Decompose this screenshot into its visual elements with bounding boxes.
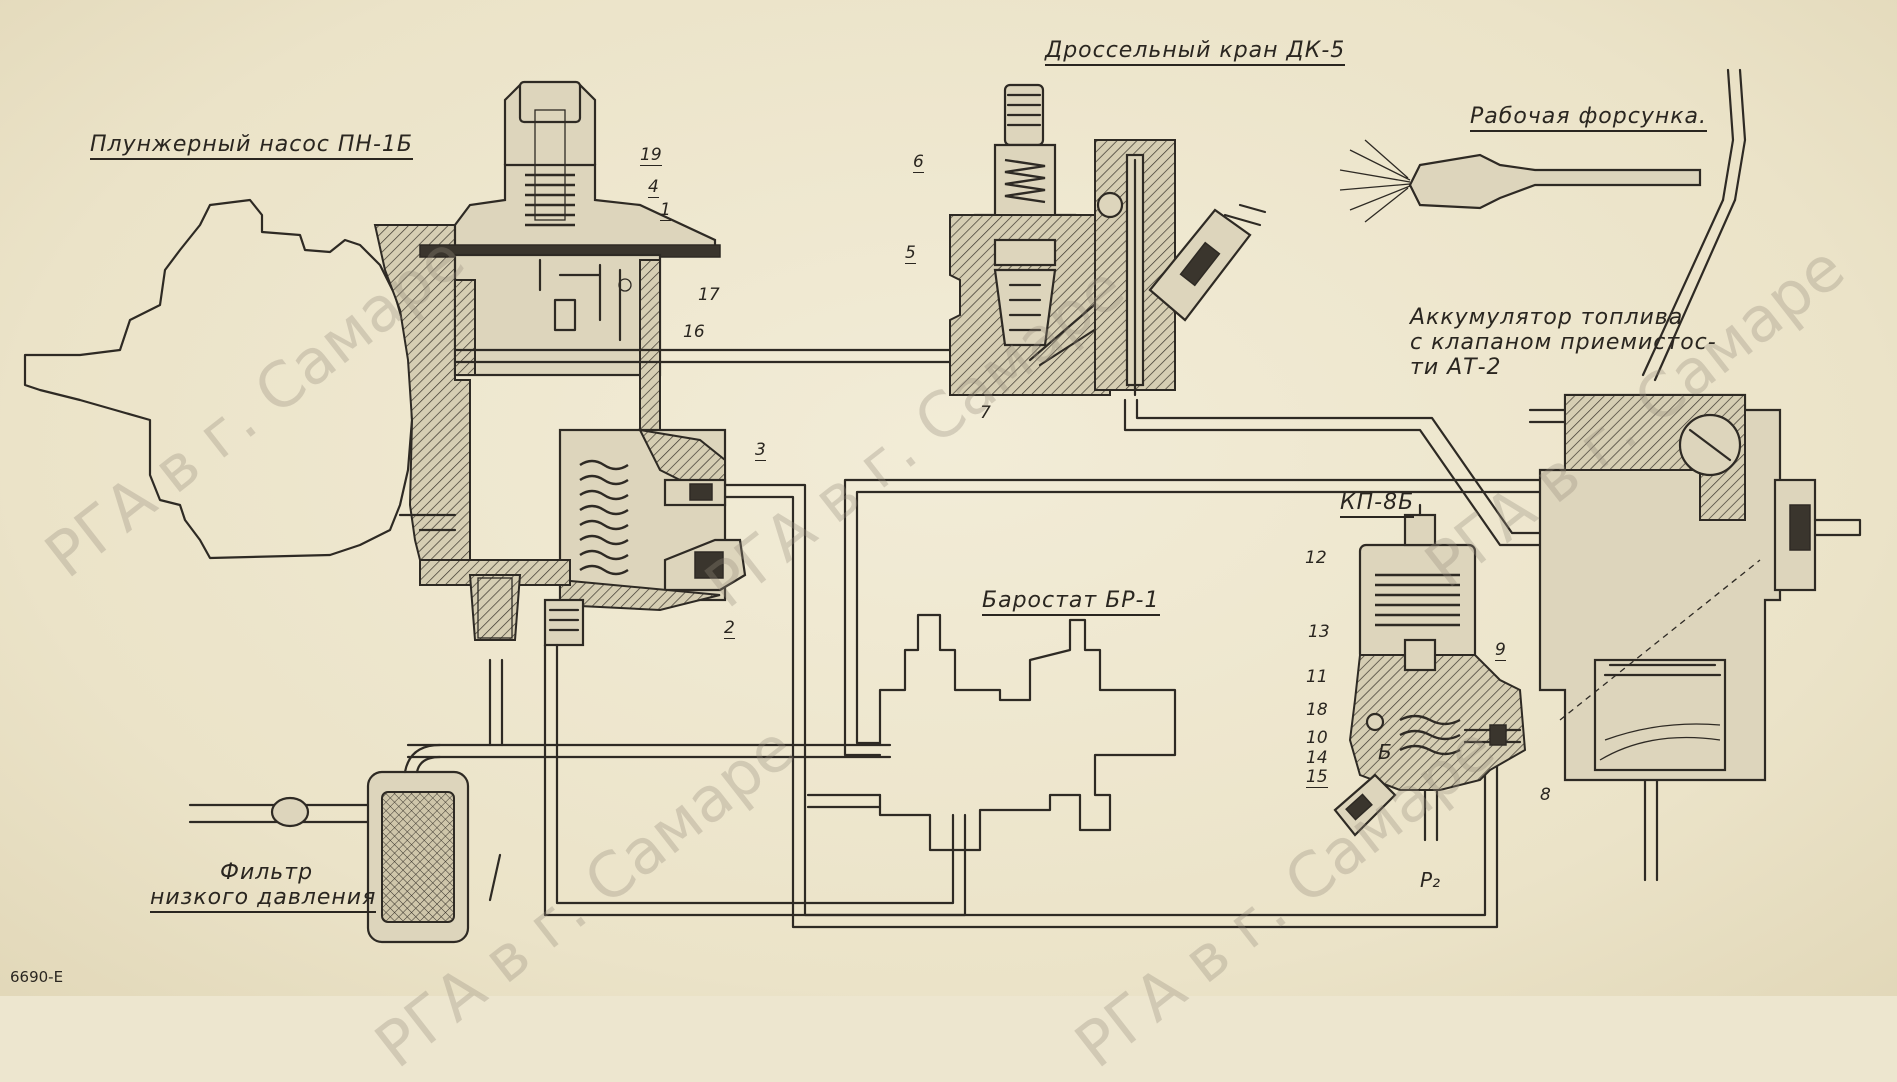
kp8b-unit	[1333, 503, 1527, 842]
part-number-8: 8	[1540, 785, 1551, 805]
part-number-2: 2	[724, 618, 735, 639]
chamber-b-label: Б	[1378, 740, 1392, 764]
fuel-accumulator-at2	[1538, 393, 1862, 782]
part-number-17: 17	[698, 285, 720, 305]
part-number-9: 9	[1495, 640, 1506, 661]
fuel-lines	[406, 68, 1747, 929]
part-number-7: 7	[980, 403, 991, 423]
part-number-15: 15	[1306, 767, 1328, 788]
low-pressure-filter	[188, 743, 502, 944]
title-plunger-pump: Плунжерный насос ПН-1Б	[90, 132, 413, 160]
title-barostat: Баростат БР-1	[982, 588, 1160, 616]
title-throttle-valve: Дроссельный кран ДК-5	[1045, 38, 1346, 66]
part-number-3: 3	[755, 440, 766, 461]
part-number-19: 19	[640, 145, 662, 166]
title-accumulator-1: Аккумулятор топлива	[1410, 305, 1684, 330]
title-working-nozzle: Рабочая форсунка.	[1470, 104, 1707, 132]
part-number-10: 10	[1306, 728, 1328, 748]
sheet-code: 6690-Е	[10, 968, 64, 986]
title-filter-1: Фильтр	[220, 860, 314, 885]
part-number-6: 6	[913, 152, 924, 173]
title-accumulator-3: ти АТ-2	[1410, 355, 1502, 380]
throttle-valve-dk5	[949, 83, 1267, 397]
working-nozzle	[1339, 139, 1702, 223]
title-kp8b: КП-8Б	[1340, 490, 1415, 518]
plunger-pump-pn1b	[373, 80, 747, 647]
part-number-11: 11	[1306, 667, 1328, 687]
title-accumulator-2: с клапаном приемистос-	[1410, 330, 1717, 355]
part-number-13: 13	[1308, 622, 1330, 642]
part-number-4: 4	[648, 177, 659, 198]
pressure-p2-label: P₂	[1420, 868, 1441, 892]
fuel-system-schematic	[23, 68, 1862, 944]
part-number-14: 14	[1306, 748, 1328, 768]
title-filter-2: низкого давления	[150, 885, 377, 913]
part-number-5: 5	[905, 243, 916, 264]
barostat-br1	[878, 613, 1177, 852]
gearbox-outline	[23, 198, 414, 560]
part-number-16: 16	[683, 322, 705, 342]
part-number-18: 18	[1306, 700, 1328, 720]
part-number-1: 1	[660, 200, 671, 221]
part-number-12: 12	[1305, 548, 1327, 568]
